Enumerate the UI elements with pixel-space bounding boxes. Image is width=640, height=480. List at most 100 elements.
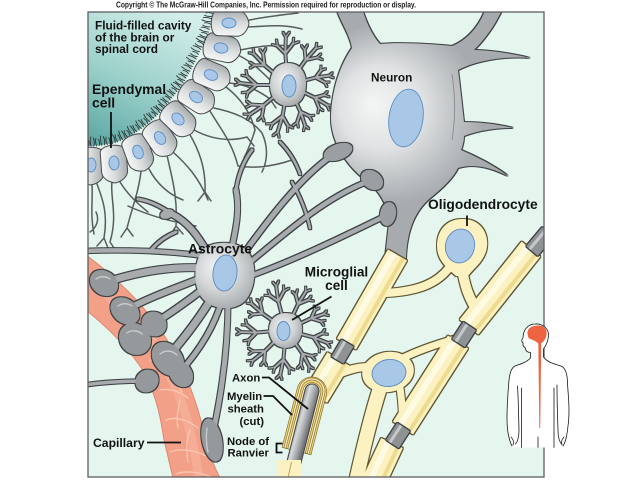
figure-panel: Fluid-filled cavity of the brain or spin… [88,12,544,477]
spinal-cord-highlight [538,342,542,428]
microglial-cell [236,280,333,380]
nucleus [213,42,229,54]
astrocyte [88,140,397,462]
astrocyte-process [169,211,210,255]
astrocyte-process [211,299,231,431]
astrocyte-process [106,264,210,285]
oligodendrocyte-nucleus [371,358,407,388]
astrocyte-end-foot-on-neuron [323,142,353,162]
astrocyte-process [239,154,333,259]
astrocyte-process-tip [160,209,174,219]
label-myelin-sheath-line-2: sheath [228,403,265,415]
nucleus [281,74,297,98]
astrocyte-process [247,215,384,279]
node-of-ranvier [386,422,410,449]
axon-end [526,227,544,256]
astrocyte-end-foot [89,269,119,297]
bracket-node-of-ranvier [275,442,283,454]
microglial-process [239,36,330,133]
leader-myelin-sheath [263,395,293,416]
oligodendrocyte-nucleus [444,228,476,264]
label-capillary: Capillary [93,436,145,450]
label-axon: Axon [232,373,260,385]
nucleus [171,112,185,126]
astrocyte-end-foot [135,369,159,393]
myelin-segment [288,455,307,477]
myelin-segment-lower [273,455,307,477]
astrocyte-process [88,248,208,259]
nucleus [153,131,167,145]
node-highlights [333,229,544,444]
astrocyte-process [278,140,302,176]
fluid-filled-cavity [88,12,212,146]
ependymal-cell [177,78,215,115]
nucleus [221,17,237,29]
myelin-crease [287,461,292,477]
neuron-cell-body-and-dendrites [330,12,530,258]
astrocyte-end-foot [168,360,194,388]
myelin-shading [309,244,539,477]
microglial-processes [236,280,333,380]
nucleus [108,155,120,171]
label-microglial-cell-line-1: Microglial [305,264,368,279]
label-ependymal-cell-line-2: cell [92,95,115,111]
ependymal-cell [121,133,155,172]
nucleus [276,321,291,341]
myelin-shade [321,252,539,477]
leader-microglial-cell [291,295,332,321]
arm-and-torso-contours [510,384,565,448]
figure-panel-border [87,11,545,478]
ependymal-cell [141,119,178,157]
myelin-segment [362,437,403,477]
myelin-segment [273,455,292,477]
microglial-processes [234,31,334,138]
axon [285,383,320,469]
nucleus [388,88,424,148]
label-oligodendrocyte: Oligodendrocyte [428,197,538,212]
neuron [330,12,530,258]
nucleus [132,144,144,160]
nucleus [189,90,203,104]
neuron-membrane-fold [451,73,456,141]
astrocyte-process [150,230,178,251]
label-cavity-line-2: of the brain or [95,30,175,44]
ependymal-cell [159,100,197,138]
label-myelin-sheath-line-3: (cut) [240,416,265,428]
label-neuron: Neuron [371,71,412,85]
labels: Fluid-filled cavity of the brain or spin… [92,19,538,460]
human-silhouette-cns-icon [506,323,570,448]
microglial-process [240,285,328,376]
body-outline [506,323,570,447]
microglial-cell-upper [234,31,334,138]
ependymal-cell [99,144,129,184]
label-node-of-ranvier-line-1: Node of [227,436,269,448]
nucleus [203,69,219,81]
myelin-highlight [309,244,531,477]
label-cavity-line-3: spinal cord [95,42,158,56]
astrocyte-end-foot-on-neuron [360,169,384,191]
label-astrocyte: Astrocyte [188,240,252,256]
myelin-segment [336,249,408,350]
astrocyte-process [229,187,241,250]
label-myelin-sheath-line-1: Myelin [227,391,262,403]
nodes-of-ranvier [331,227,544,449]
body-silhouette [507,323,569,448]
astrocyte-end-foot [110,297,140,325]
astrocyte-end-foot [118,322,152,356]
ependymal-cell [210,12,250,37]
oligodendrocyte-process [349,381,387,477]
leader-axon [262,376,309,410]
label-cavity-line-1: Fluid-filled cavity [95,19,192,33]
ependymal-cell [192,58,231,92]
astrocyte-process [245,180,367,267]
label-microglial-cell-line-2: cell [325,278,348,293]
microglial-process-twig [236,280,333,380]
ependymal-cell [202,32,242,64]
astrocyte-end-foot-on-neuron [379,202,397,226]
end-foot-highlights [95,276,209,453]
nucleus [212,254,238,292]
astrocyte-process [234,148,254,192]
microglial-process-twig [234,31,334,138]
label-ependymal-cell-line-1: Ependymal [92,81,166,97]
